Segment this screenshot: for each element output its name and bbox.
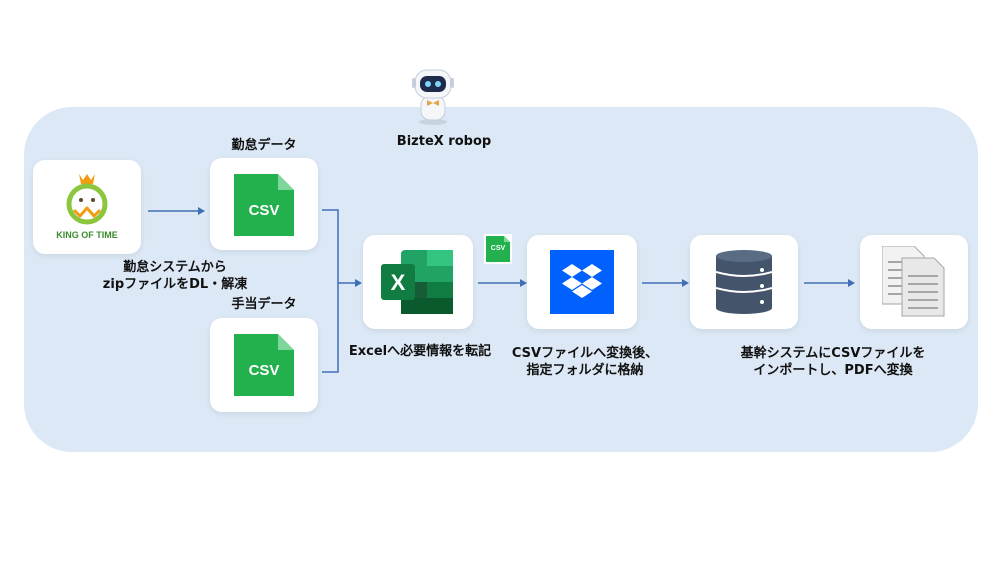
arrow-kot-to-csv (148, 207, 205, 215)
arrow-excel-to-dropbox (478, 279, 527, 287)
csv-file-label: CSV (248, 362, 280, 379)
csv-file-label: CSV (248, 202, 280, 219)
kingoftime-logo-icon (66, 174, 108, 225)
dropbox-description-line1: CSVファイルへ変換後、 (511, 346, 659, 361)
database-card (690, 235, 798, 329)
teate-data-label: 手当データ (231, 297, 297, 312)
excel-icon (381, 250, 453, 314)
small-csv-label: CSV (490, 245, 506, 252)
documents-card (860, 235, 968, 329)
final-description-line2: インポートし、PDFへ変換 (753, 363, 913, 378)
dropbox-icon (550, 250, 614, 314)
arrow-csvs-to-excel (322, 209, 362, 373)
excel-description: Excelへ必要情報を転記 (348, 344, 492, 359)
documents-icon (882, 246, 945, 317)
teate-csv-card: CSV (210, 318, 318, 412)
robot-name: BizteX robop (396, 134, 492, 149)
excel-card: X (363, 235, 473, 329)
csv-file-icon (234, 334, 294, 396)
arrow-dropbox-to-database (642, 279, 689, 287)
kintai-csv-card: CSV (210, 158, 318, 250)
kintai-data-label: 勤怠データ (231, 138, 297, 153)
kot-description-line1: 勤怠システムから (123, 260, 227, 275)
robot-mascot-icon (412, 66, 454, 126)
csv-file-icon (234, 174, 294, 236)
kot-description-line2: zipファイルをDL・解凍 (102, 277, 248, 292)
dropbox-card (527, 235, 637, 329)
dropbox-description-line2: 指定フォルダに格納 (526, 363, 644, 378)
process-panel (24, 107, 978, 452)
kingoftime-card: KING OF TIME (33, 160, 141, 254)
excel-letter: X (390, 270, 406, 295)
kingoftime-logo-text: KING OF TIME (56, 230, 118, 240)
small-csv-icon: CSV (484, 234, 512, 264)
arrow-database-to-documents (804, 279, 855, 287)
final-description-line1: 基幹システムにCSVファイルを (740, 346, 926, 361)
database-icon (716, 250, 772, 314)
